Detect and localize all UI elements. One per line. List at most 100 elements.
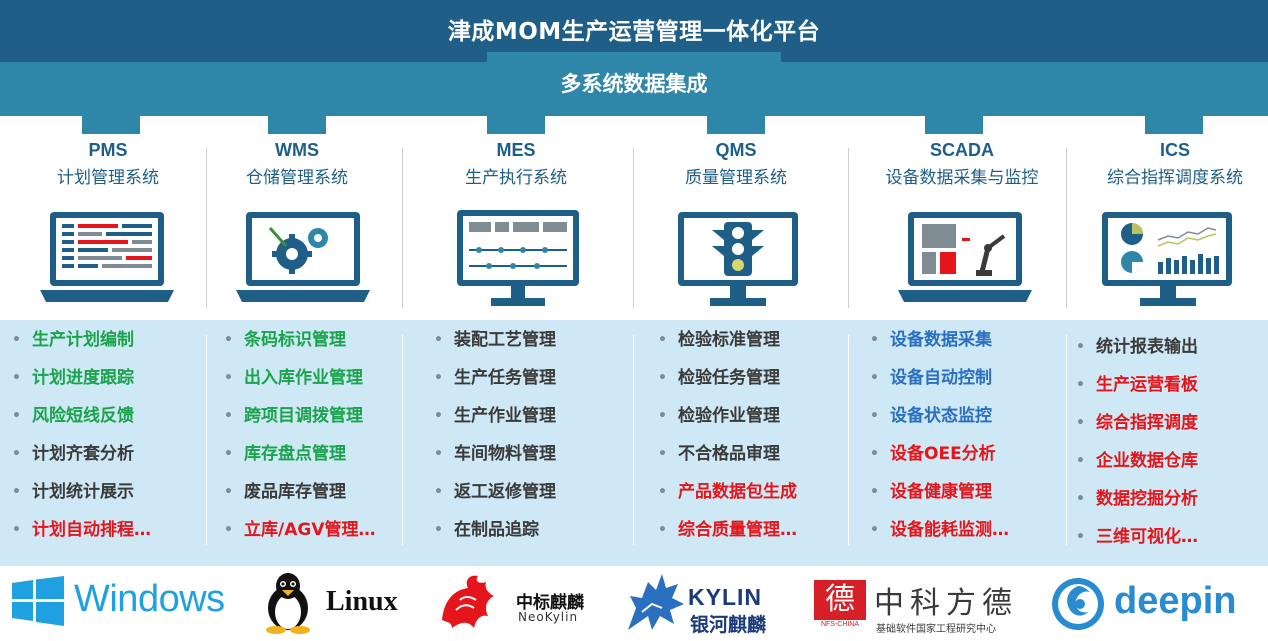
feature-label: 条码标识管理 [244, 330, 346, 350]
feature-label: 设备健康管理 [890, 482, 992, 502]
feature-list-ics: •统计报表输出•生产运营看板•综合指挥调度•企业数据仓库•数据挖掘分析•三维可视… [1076, 328, 1198, 556]
bullet-dot: • [12, 408, 21, 424]
feature-item: •数据挖掘分析 [1076, 480, 1198, 518]
integration-tab [487, 52, 781, 116]
system-code: MES [496, 140, 536, 160]
system-name: 质量管理系统 [685, 168, 787, 188]
feature-label: 设备能耗监测… [890, 520, 1009, 540]
bullet-dot: • [1076, 377, 1085, 393]
feature-label: 生产作业管理 [454, 406, 556, 426]
feature-item: • 生产任务管理 [434, 359, 556, 397]
feature-item: •检验作业管理 [658, 397, 797, 435]
bullet-dot: • [434, 332, 443, 348]
feature-item: •计划进度跟踪 [12, 359, 151, 397]
system-name: 仓储管理系统 [246, 168, 348, 188]
feature-item: •设备OEE分析 [870, 435, 1009, 473]
neokylin-qilin-icon [442, 575, 494, 628]
feature-item: •废品库存管理 [224, 473, 375, 511]
feature-item: • 车间物料管理 [434, 435, 556, 473]
system-code: QMS [715, 140, 757, 160]
bullet-dot: • [870, 522, 879, 538]
dashboard-screen-icon [1102, 212, 1232, 306]
feature-label: 设备自动控制 [890, 368, 992, 388]
feature-item: • 生产作业管理 [434, 397, 556, 435]
feature-item: • 在制品追踪 [434, 511, 556, 549]
bullet-dot: • [870, 370, 879, 386]
feature-item: • 跨项目调拨管理 [224, 397, 375, 435]
feature-divider [848, 335, 849, 545]
integration-title: 多系统数据集成 [560, 72, 708, 96]
feature-divider [633, 335, 634, 545]
feature-label: 综合质量管理… [678, 520, 797, 540]
feature-label: 综合指挥调度 [1096, 413, 1198, 433]
platform-title: 津成MOM生产运营管理一体化平台 [447, 19, 821, 45]
bullet-dot: • [12, 484, 21, 500]
feature-item: •设备状态监控 [870, 397, 1009, 435]
bullet-dot: • [658, 522, 667, 538]
feature-list-scada: •设备数据采集•设备自动控制•设备状态监控•设备OEE分析•设备健康管理•设备能… [870, 321, 1009, 549]
nfs-sub-text: 基础软件国家工程研究中心 [876, 624, 996, 635]
bullet-dot: • [224, 522, 233, 538]
bullet-dot: • [658, 332, 667, 348]
feature-item: •检验标准管理 [658, 321, 797, 359]
feature-label: 库存盘点管理 [244, 444, 346, 464]
bullet-dot: • [434, 446, 443, 462]
system-code: WMS [275, 140, 319, 160]
feature-item: • 设备自动控制 [870, 359, 1009, 397]
system-heading-ics: ICS 综合指挥调度系统 [1088, 140, 1262, 188]
bullet-dot: • [434, 408, 443, 424]
system-code: SCADA [929, 140, 994, 160]
column-divider [402, 148, 403, 308]
feature-label: 车间物料管理 [454, 444, 556, 464]
column-divider [848, 148, 849, 308]
nfs-cn-text: 中科方德 [874, 586, 1018, 621]
feature-label: 生产任务管理 [454, 368, 556, 388]
bullet-dot: • [224, 408, 233, 424]
feature-label: 装配工艺管理 [454, 330, 556, 350]
system-name: 综合指挥调度系统 [1107, 168, 1243, 188]
feature-list-mes: • 装配工艺管理 • 生产任务管理 • 生产作业管理 • 车间物料管理 •返工返修管理 • 在制品追… [434, 321, 556, 549]
feature-label: 在制品追踪 [454, 520, 539, 540]
feature-label: 跨项目调拨管理 [244, 406, 363, 426]
feature-item: •立库/AGV管理… [224, 511, 375, 549]
system-name: 设备数据采集与监控 [885, 168, 1039, 188]
system-code: ICS [1159, 140, 1190, 160]
bullet-dot: • [1076, 453, 1085, 469]
system-code: PMS [88, 140, 128, 160]
connector-notch-mes [487, 116, 545, 134]
feature-item: •返工返修管理 [434, 473, 556, 511]
feature-label: 设备OEE分析 [890, 444, 996, 464]
bullet-dot: • [870, 484, 879, 500]
feature-label: 统计报表输出 [1096, 337, 1198, 357]
feature-label: 返工返修管理 [454, 482, 556, 502]
feature-label: 三维可视化… [1096, 527, 1198, 547]
feature-item: •统计报表输出 [1076, 328, 1198, 366]
bullet-dot: • [12, 332, 21, 348]
bullet-dot: • [434, 522, 443, 538]
feature-item: •设备数据采集 [870, 321, 1009, 359]
bullet-dot: • [224, 332, 233, 348]
bullet-dot: • [434, 370, 443, 386]
system-name: 生产执行系统 [465, 168, 567, 188]
feature-item: • 风险短线反馈 [12, 397, 151, 435]
linux-tux-icon [266, 573, 310, 634]
windows-logo-icon [12, 576, 64, 626]
feature-item: •检验任务管理 [658, 359, 797, 397]
bullet-dot: • [1076, 415, 1085, 431]
feature-item: • 条码标识管理 [224, 321, 375, 359]
bullet-dot: • [870, 332, 879, 348]
feature-label: 检验任务管理 [678, 368, 780, 388]
connector-notch-scada [925, 116, 983, 134]
robot-arm-screen-icon [898, 212, 1032, 302]
feature-item: • 设备能耗监测… [870, 511, 1009, 549]
gear-screen-icon [236, 212, 370, 302]
feature-label: 废品库存管理 [244, 482, 346, 502]
windows-logo-text: Windows [74, 578, 225, 620]
feature-band [0, 320, 1268, 566]
feature-list-pms: •生产计划编制•计划进度跟踪•风险短线反馈•计划齐套分析•计划统计展示•计划自动… [12, 321, 151, 549]
feature-item: •三维可视化… [1076, 518, 1198, 556]
connector-notch-wms [268, 116, 326, 134]
feature-list-wms: •条码标识管理•出入库作业管理•跨项目调拨管理•库存盘点管理•废品库存管理•立库… [224, 321, 375, 549]
bullet-dot: • [870, 408, 879, 424]
feature-label: 风险短线反馈 [32, 406, 134, 426]
